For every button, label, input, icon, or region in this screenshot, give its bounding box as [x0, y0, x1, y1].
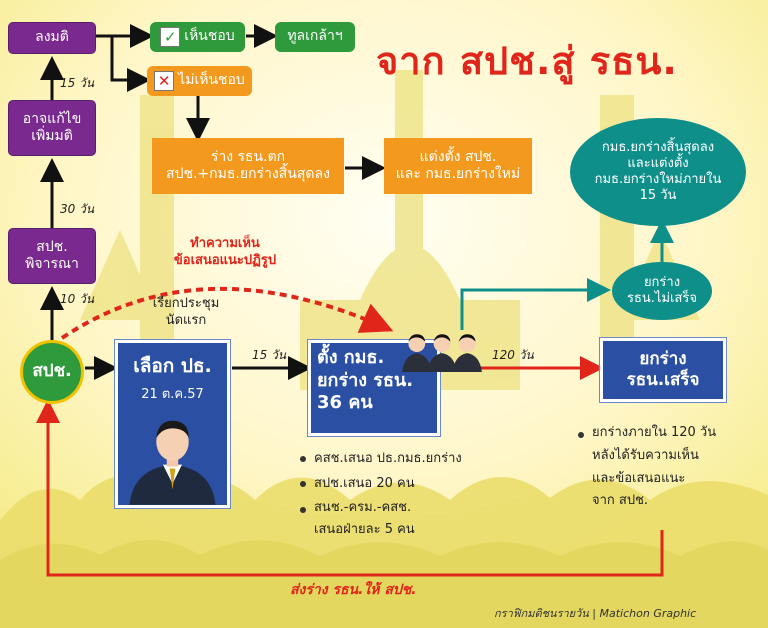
duration-10-days: 10 วัน [60, 292, 95, 306]
duration-120-days: 120 วัน [492, 348, 534, 362]
elect-date: 21 ต.ค.57 [141, 387, 204, 402]
submit-king-node: ทูลเกล้าฯ [275, 22, 355, 52]
duration-15-days-mid: 15 วัน [252, 348, 287, 362]
arrow-setup-to-notdone [460, 278, 611, 330]
end-and-appoint-node: กมธ.ยกร่างสิ้นสุดลง และแต่งตั้ง กมธ.ยกร่… [570, 118, 746, 226]
done-bullets: ยกร่างภายใน 120 วัน หลังได้รับความเห็น แ… [578, 422, 768, 513]
draft-done-box: ยกร่าง รธน.เสร็จ [600, 338, 726, 402]
draft-not-done-node: ยกร่าง รธน.ไม่เสร็จ [612, 262, 712, 320]
arrow-comments-dashed [60, 286, 394, 340]
first-meeting-label: เรียกประชุม นัดแรก [152, 296, 220, 328]
chairman-person-icon [129, 420, 216, 505]
spc-circle: สปช. [20, 340, 84, 404]
agree-label: เห็นชอบ [184, 28, 235, 45]
appoint-new-node: แต่งตั้ง สปช. และ กมธ.ยกร่างใหม่ [384, 138, 532, 194]
elect-chairman-box: เลือก ปธ. 21 ต.ค.57 [115, 340, 230, 508]
page-title: จาก สปช.สู่ รธน. [376, 39, 678, 83]
cross-icon: ✕ [154, 71, 175, 91]
duration-15-days-top: 15 วัน [60, 76, 95, 90]
credit-label: กราฟิกมติชนรายวัน | Matichon Graphic [494, 607, 697, 620]
committee-bullet-3: สนช.-ครม.-คสช. เสนอฝ่ายละ 5 คน [300, 497, 510, 541]
comments-label: ทำความเห็น ข้อเสนอแนะปฏิรูป [173, 236, 277, 268]
arrow-vote-to-disagree [110, 36, 151, 92]
send-back-label: ส่งร่าง รธน.ให้ สปช. [290, 582, 417, 598]
check-icon: ✓ [160, 27, 181, 47]
amend-node: อาจแก้ไข เพิ่มมติ [8, 100, 96, 156]
disagree-label: ไม่เห็นชอบ [178, 72, 245, 89]
vote-node: ลงมติ [8, 22, 96, 54]
consider-node: สปช. พิจารณา [8, 228, 96, 284]
draft-falls-node: ร่าง รธน.ตก สปช.+กมธ.ยกร่างสิ้นสุดลง [152, 138, 344, 194]
committee-people-icon [402, 334, 482, 372]
done-bullet-1: ยกร่างภายใน 120 วัน หลังได้รับความเห็น แ… [578, 422, 768, 513]
disagree-node: ✕ไม่เห็นชอบ [147, 66, 252, 96]
arrow-send-back [36, 399, 664, 577]
committee-bullet-2: สปช.เสนอ 20 คน [300, 471, 510, 496]
setup-title: ตั้ง กมธ. ยกร่าง รธน. 36 คน [317, 347, 414, 413]
elect-title: เลือก ปธ. [133, 355, 212, 377]
committee-bullet-1: คสช.เสนอ ปธ.กมธ.ยกร่าง [300, 446, 510, 471]
committee-bullets: คสช.เสนอ ปธ.กมธ.ยกร่าง สปช.เสนอ 20 คน สน… [300, 446, 510, 541]
duration-30-days: 30 วัน [60, 202, 95, 216]
agree-node: ✓เห็นชอบ [150, 22, 245, 52]
